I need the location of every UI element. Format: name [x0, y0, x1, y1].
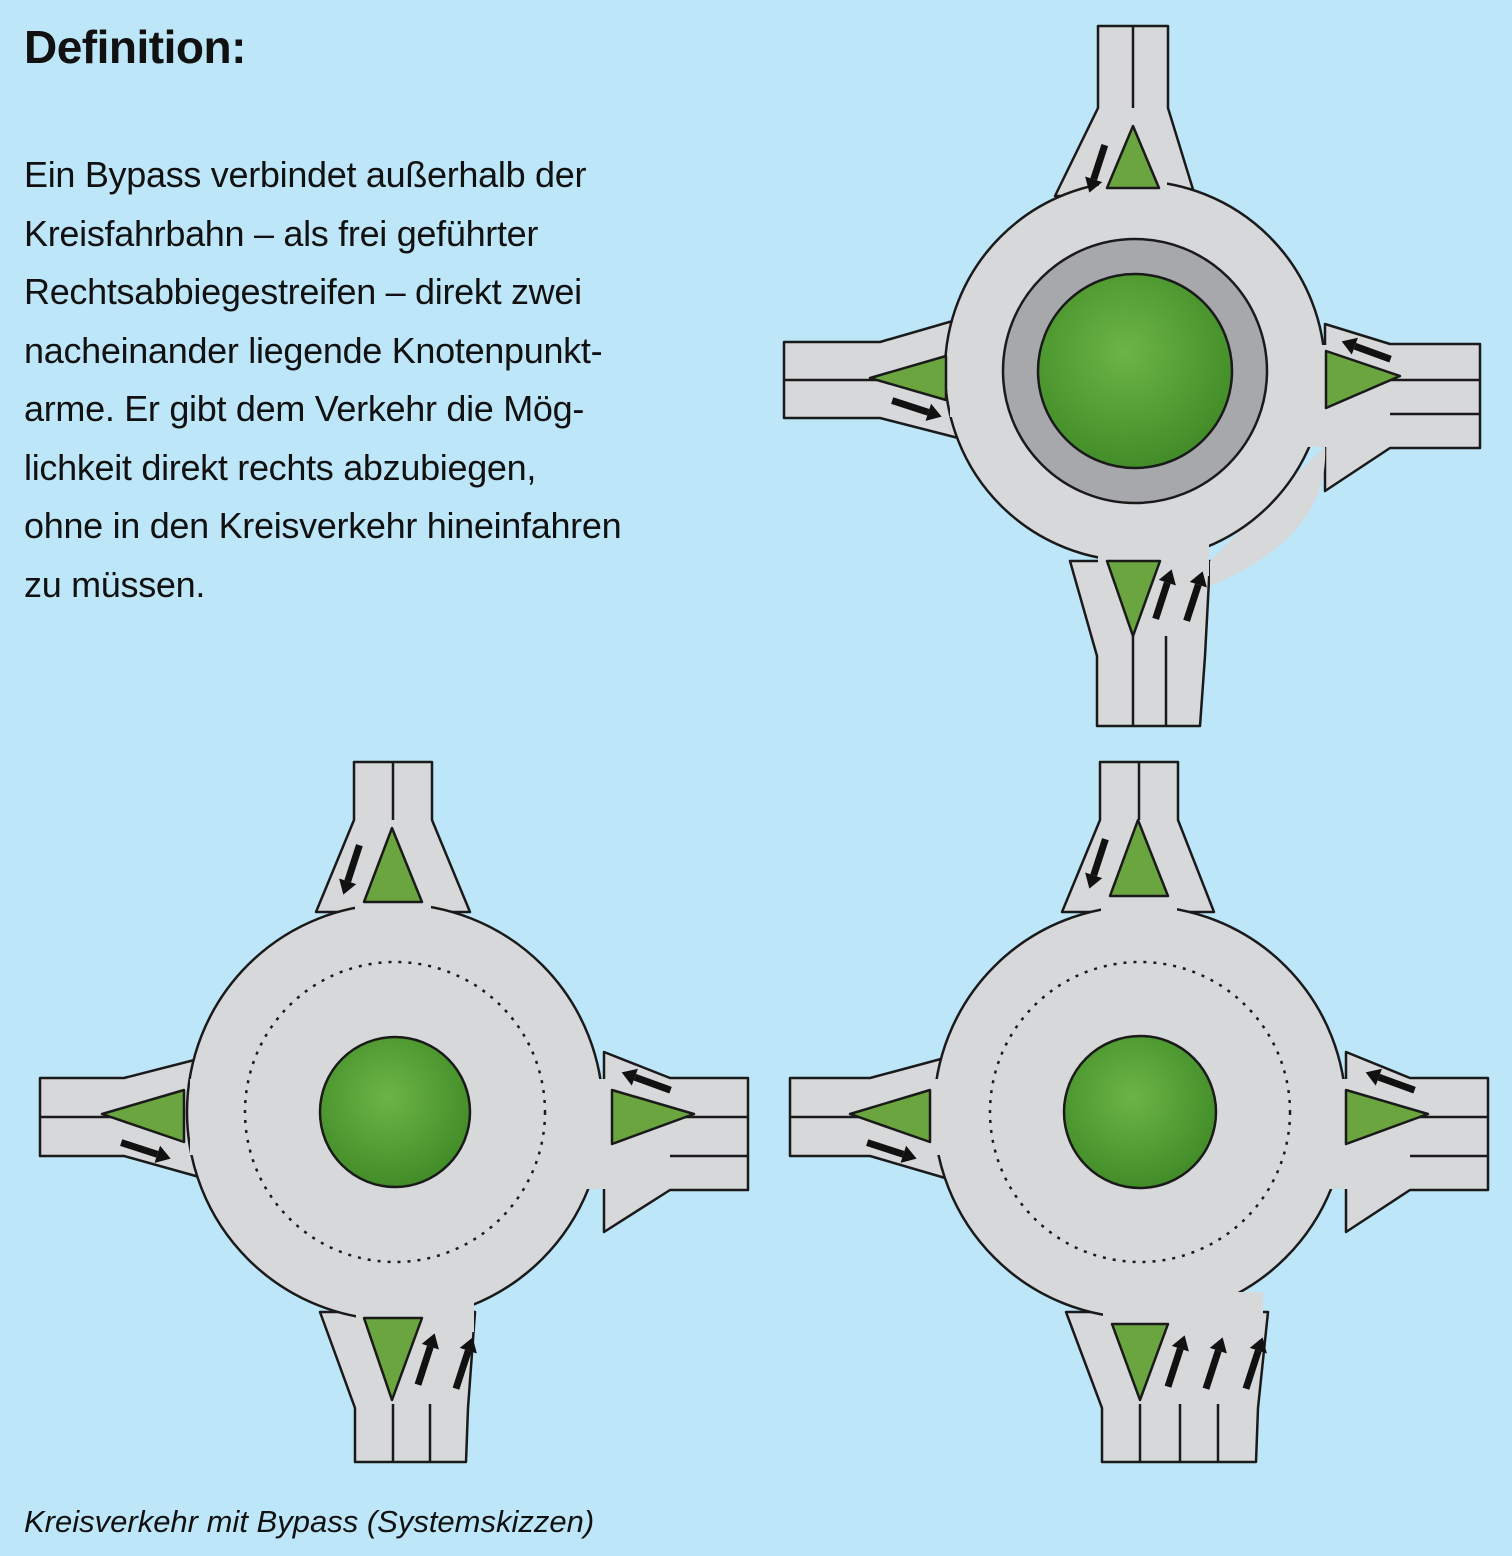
arrow-west-entry — [891, 397, 942, 421]
arrow-west-entry — [120, 1139, 171, 1163]
definition-line: arme. Er gibt dem Verkehr die Mög- — [24, 388, 585, 429]
arrow-north-entry — [1085, 838, 1109, 889]
splitter-island-north — [1108, 818, 1170, 898]
splitter-island-north — [362, 826, 424, 904]
definition-line: zu müssen. — [24, 563, 206, 605]
central-island — [1062, 1034, 1218, 1190]
central-island — [318, 1035, 472, 1189]
arrow-south-entry — [1152, 569, 1176, 620]
arrow-east-entry — [1341, 337, 1392, 363]
definition-text: Ein Bypass verbindet außerhalb der Kreis… — [24, 146, 704, 614]
splitter-island-east — [1344, 1088, 1430, 1146]
arrow-south-bypass — [452, 1337, 477, 1390]
definition-line: Rechtsabbiegestreifen – direkt zwei — [24, 271, 582, 312]
splitter-island-east — [1324, 349, 1402, 410]
splitter-island-west — [868, 354, 948, 402]
splitter-island-south — [1110, 1322, 1170, 1402]
splitter-island-south — [362, 1316, 424, 1402]
roundabout-sketch-apron — [782, 24, 1482, 728]
arrow-west-entry — [866, 1139, 917, 1163]
roundabout-sketch-double-bypass — [788, 760, 1490, 1464]
splitter-island-south — [1105, 559, 1162, 638]
arrow-south-bypass — [1242, 1337, 1267, 1390]
arrow-east-entry — [621, 1068, 672, 1094]
arrow-south-entry — [414, 1333, 439, 1386]
splitter-island-west — [848, 1088, 932, 1144]
roundabout-sketch-single-bypass — [38, 760, 750, 1464]
dotted-lane-ring — [243, 960, 547, 1264]
splitter-island-north — [1105, 124, 1161, 190]
definition-line: ohne in den Kreisverkehr hineinfahren — [24, 505, 622, 546]
figure-caption: Kreisverkehr mit Bypass (Systemskizzen) — [24, 1504, 595, 1539]
splitter-island-east — [610, 1088, 696, 1146]
definition-line: Ein Bypass verbindet außerhalb der — [24, 154, 587, 195]
arrow-east-entry — [1365, 1068, 1416, 1094]
arrow-north-entry — [339, 844, 363, 895]
definition-line: nacheinander liegende Knotenpunkt- — [24, 329, 603, 371]
arrow-north-entry — [1085, 143, 1109, 193]
arrow-south-entry-2 — [1202, 1337, 1227, 1390]
definition-line: lichkeit direkt rechts abzubiegen, — [24, 446, 537, 488]
south-arm-road — [1064, 1310, 1270, 1464]
arrow-south-bypass — [1183, 571, 1207, 622]
arrow-south-entry-1 — [1164, 1335, 1189, 1388]
east-arm-road — [1344, 1050, 1490, 1234]
central-island — [1036, 272, 1234, 470]
east-arm-road — [602, 1050, 750, 1234]
bypass-lane — [1210, 446, 1326, 586]
page-title: Definition: — [24, 21, 246, 73]
splitter-island-west — [100, 1088, 186, 1144]
dotted-lane-ring — [988, 960, 1292, 1264]
definition-line: Kreisfahrbahn – als frei geführter — [24, 212, 539, 254]
